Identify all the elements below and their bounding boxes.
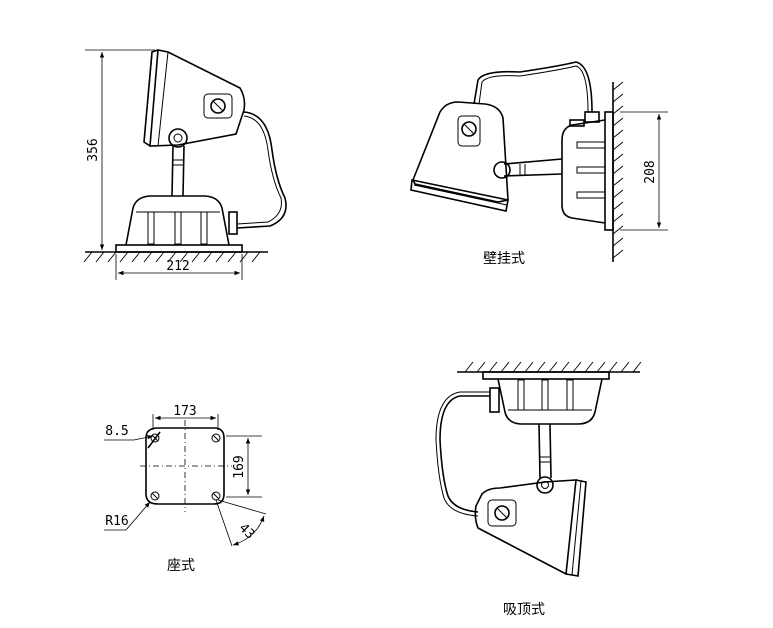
seat-hole-dimension: 8.5 <box>105 424 128 439</box>
seat-angle-dimension: 43 <box>236 521 258 543</box>
ceiling-view: 吸顶式 <box>435 361 642 618</box>
seat-width-dimension: 173 <box>173 404 196 419</box>
ceiling-hatch <box>464 361 642 373</box>
ceiling-caption: 吸顶式 <box>503 602 545 618</box>
wall-hatch <box>612 81 624 259</box>
floor-height-dimension: 356 <box>86 138 101 161</box>
wall-view: 208 壁挂式 <box>410 61 668 267</box>
floor-width-dimension: 212 <box>166 259 189 274</box>
seat-height-dimension: 169 <box>232 455 247 478</box>
seat-radius-dimension: R16 <box>105 514 128 529</box>
seat-caption: 座式 <box>167 558 195 574</box>
wall-height-dimension: 208 <box>643 160 658 183</box>
seat-view: 173 169 8.5 R16 43 座式 <box>104 404 267 574</box>
wall-caption: 壁挂式 <box>483 251 525 267</box>
ground-hatch <box>83 251 261 263</box>
floor-view: 356 212 <box>83 49 287 280</box>
